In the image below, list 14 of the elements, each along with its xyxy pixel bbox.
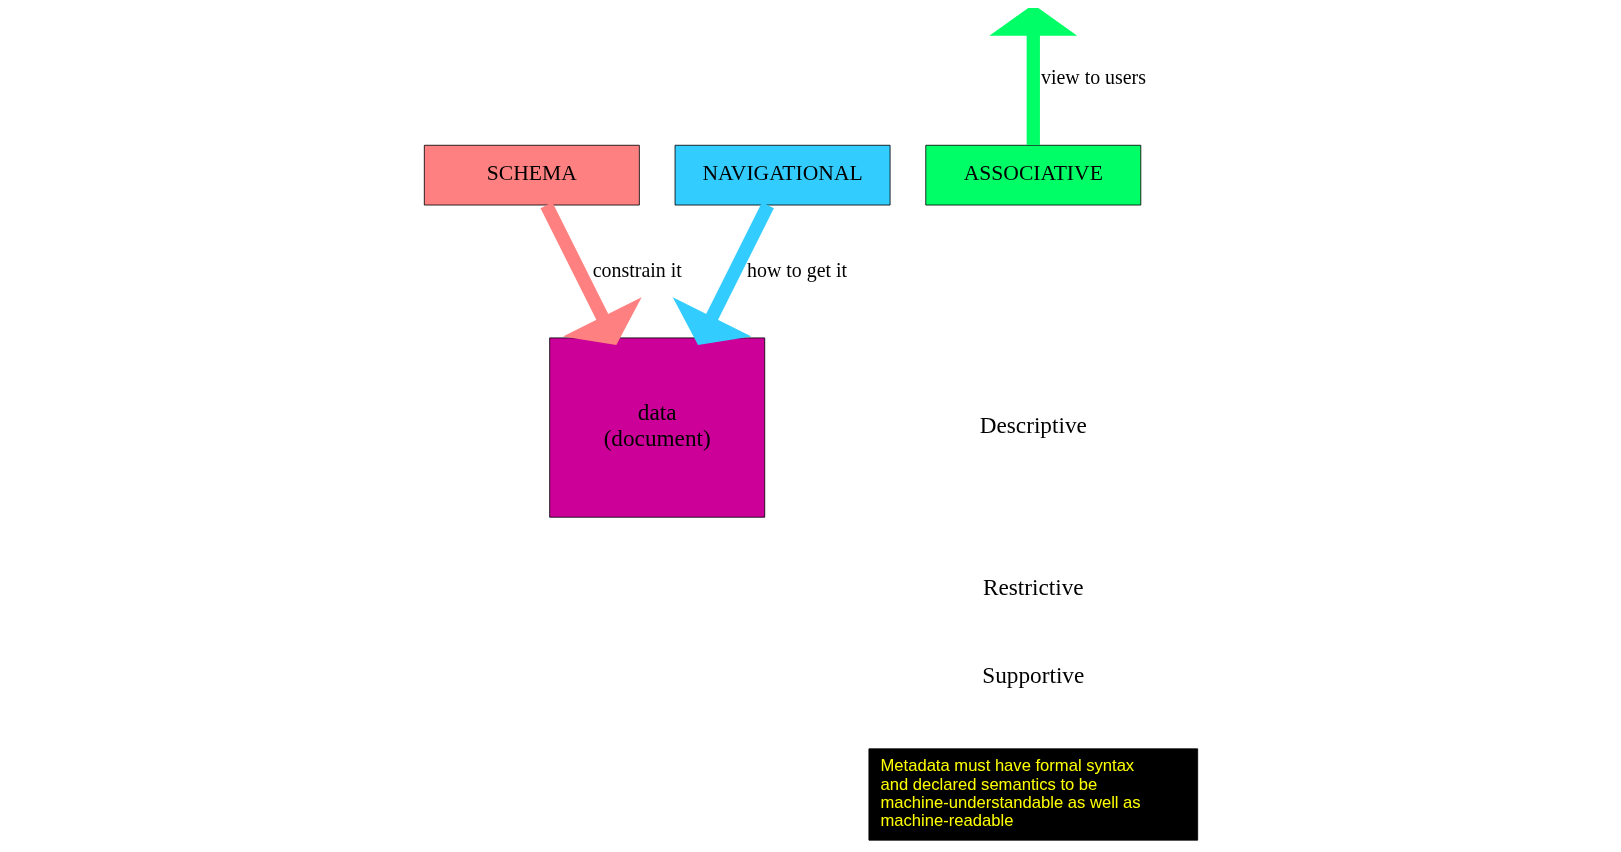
- edge-label: how to get it: [746, 258, 847, 281]
- edge-label: constrain it: [592, 258, 682, 281]
- arrow: [540, 202, 642, 346]
- node-box: ASSOCIATIVE: [924, 144, 1141, 206]
- node-box: SCHEMA: [423, 144, 640, 206]
- node-box: Metadata must have formal syntax and declared semantics to be machine-understandable as well as machine-readable: [868, 748, 1198, 841]
- node-box: NAVIGATIONAL: [674, 144, 890, 206]
- arrow: [672, 202, 774, 346]
- label: Restrictive: [982, 573, 1084, 600]
- arrow: [988, 8, 1077, 146]
- label: Supportive: [981, 661, 1084, 688]
- edge-label: view to users: [1040, 66, 1146, 88]
- node-box: data (document): [548, 337, 765, 518]
- label: Descriptive: [979, 412, 1087, 439]
